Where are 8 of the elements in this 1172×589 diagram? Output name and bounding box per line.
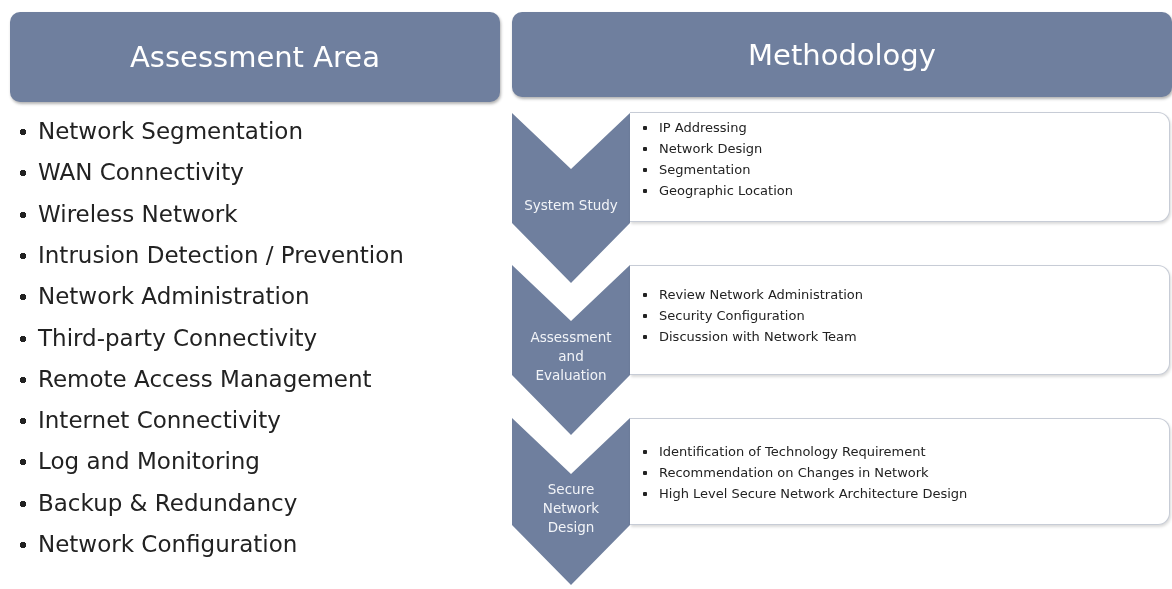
step-card <box>630 112 1170 222</box>
header-bar: Methodology <box>512 12 1172 97</box>
step-label: Secure Network Design <box>541 479 601 537</box>
step-label: Assessment and Evaluation <box>529 328 613 385</box>
step-card <box>630 265 1170 375</box>
step-label: System Study <box>523 196 619 215</box>
step-card <box>630 418 1170 525</box>
header-bar: Assessment Area <box>10 12 500 102</box>
